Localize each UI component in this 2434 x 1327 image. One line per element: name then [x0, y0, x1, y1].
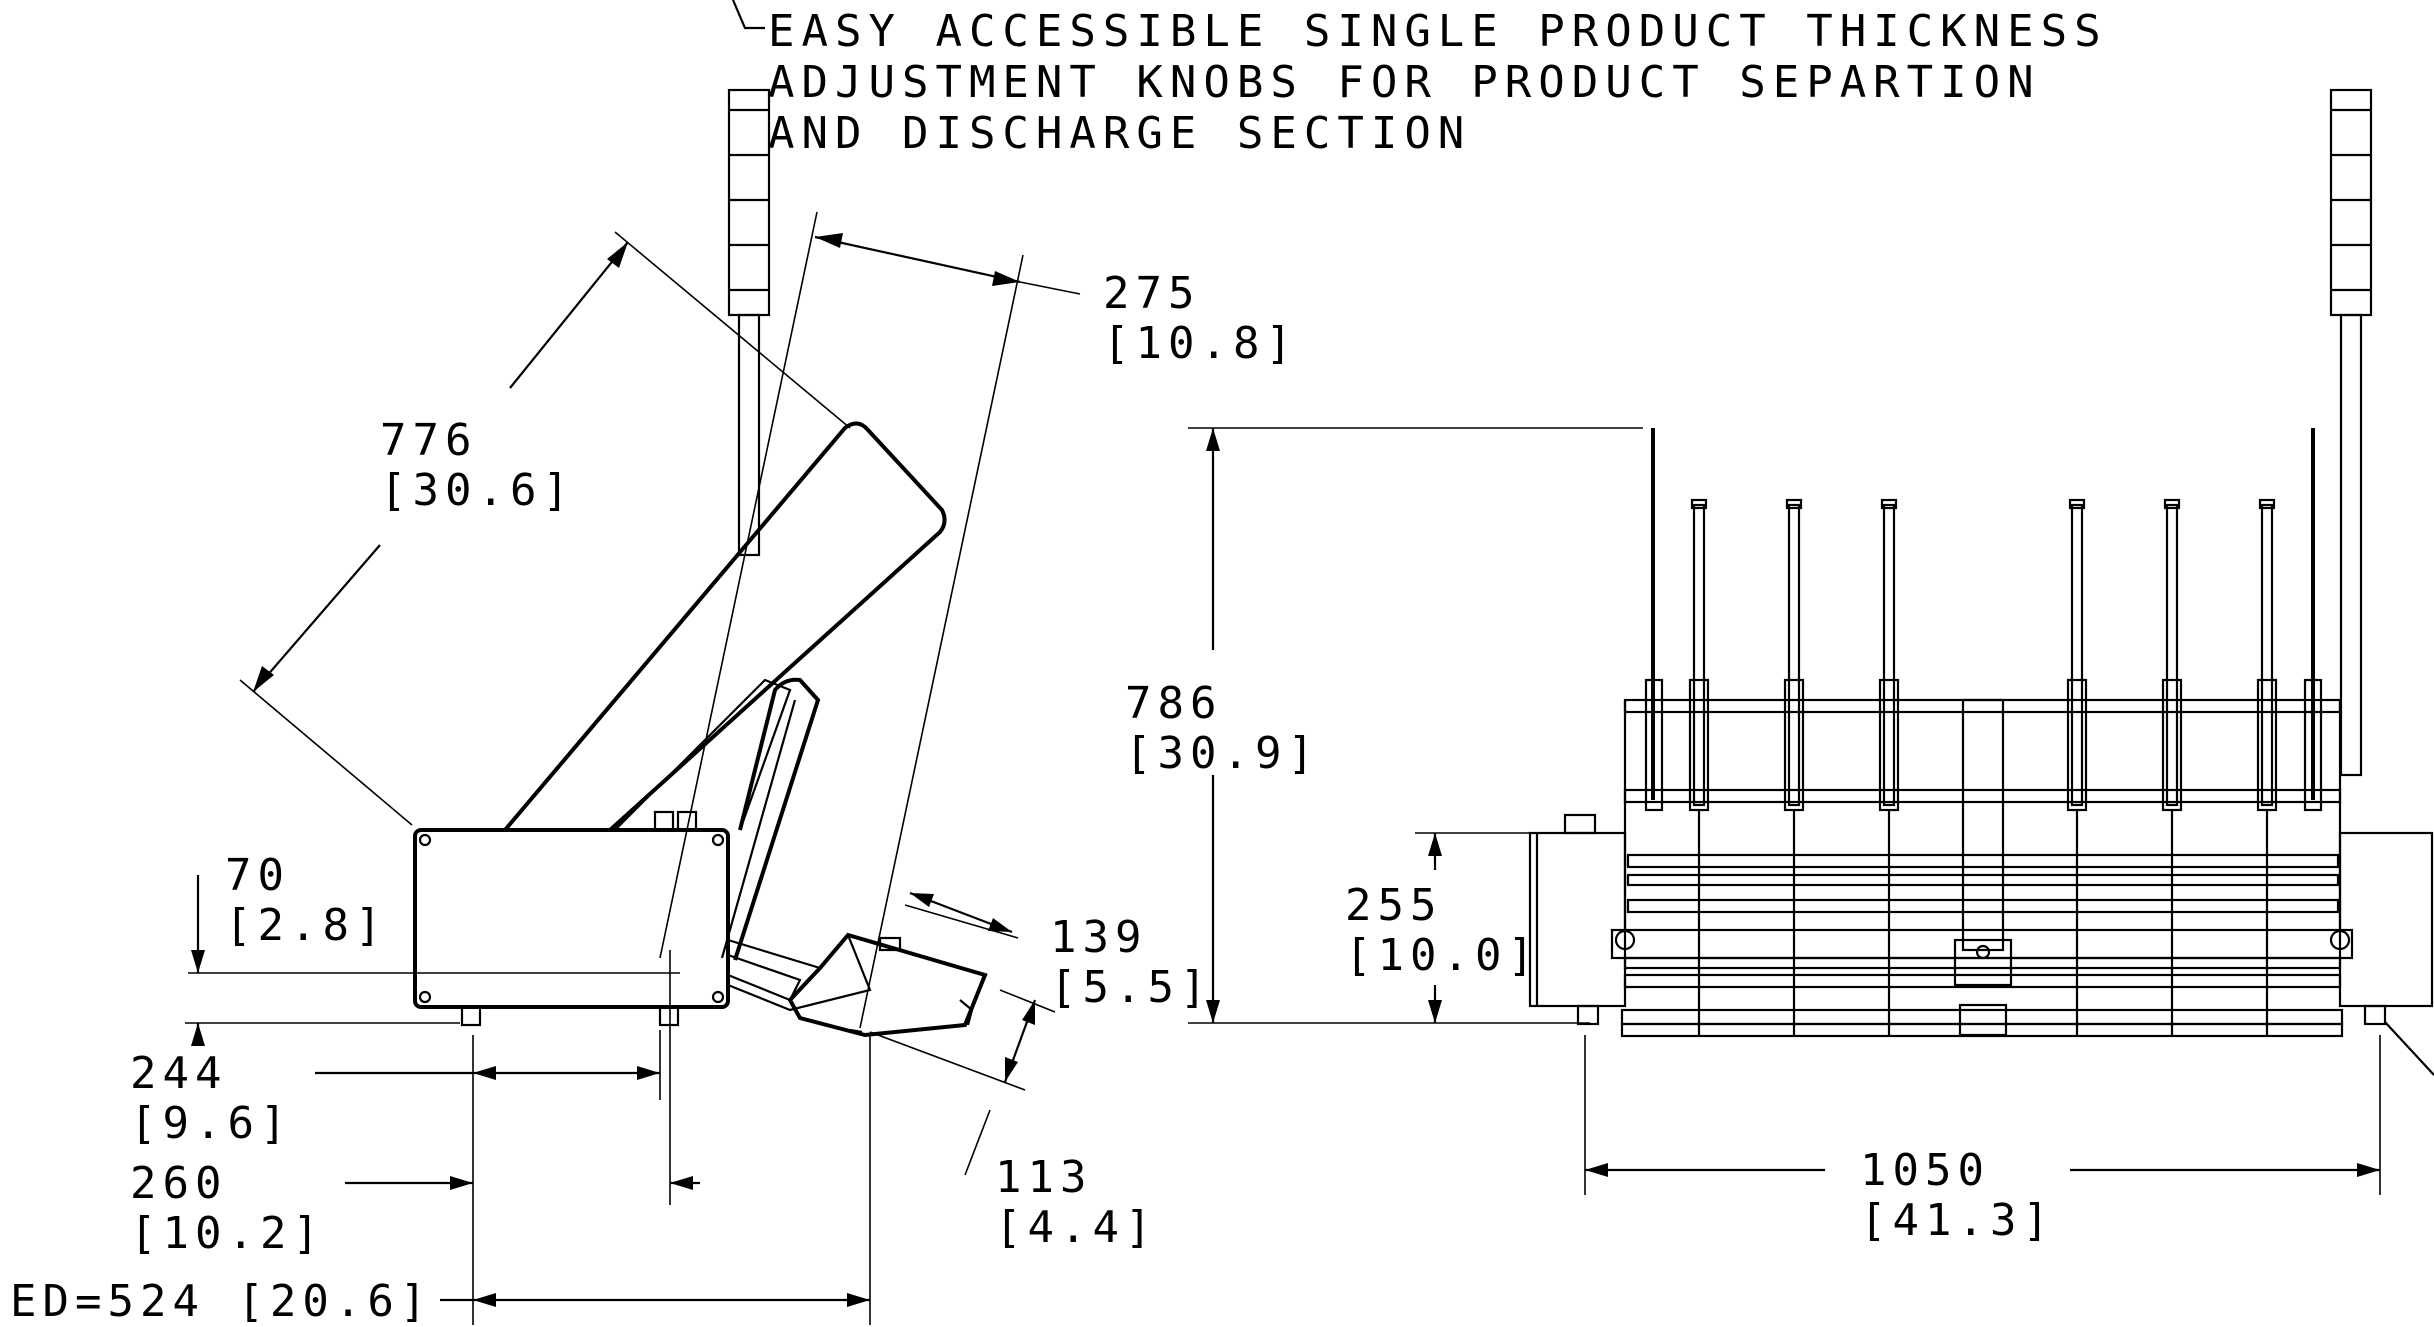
- dimension-244: 244 [9.6]: [130, 950, 871, 1325]
- dimension-524: ED=524 [20.6]: [10, 1276, 870, 1327]
- dim-1050-in: [41.3]: [1860, 1195, 2055, 1246]
- dim-255-in: [10.0]: [1345, 930, 1540, 981]
- center-column: [1953, 698, 2013, 1037]
- discharge-section: [727, 932, 988, 1038]
- inclined-chute: [503, 421, 947, 961]
- dim-255-mm: 255: [1345, 880, 1442, 931]
- dim-786-mm: 786: [1125, 678, 1222, 729]
- base-cabinet: [413, 810, 730, 1027]
- guide-rods: [1690, 498, 2276, 807]
- dim-113-in: [4.4]: [995, 1202, 1157, 1253]
- adjustment-knob-note: EASY ACCESSIBLE SINGLE PRODUCT THICKNESS…: [731, 0, 2108, 159]
- side-view: 275 [10.8] 776 [30.6] 70 [2.8]: [10, 88, 1298, 1327]
- dimension-776: 776 [30.6]: [239, 231, 851, 826]
- dim-244-mm: 244: [130, 1048, 227, 1099]
- note-line-3: AND DISCHARGE SECTION: [768, 108, 1471, 159]
- dim-260-in: [10.2]: [130, 1208, 325, 1259]
- dim-786-in: [30.9]: [1125, 728, 1320, 779]
- dim-260-mm: 260: [130, 1158, 227, 1209]
- dimension-113: 113 [4.4]: [869, 999, 1157, 1253]
- dimension-70: 70 [2.8]: [185, 850, 680, 1046]
- dimension-139: 139 [5.5]: [904, 891, 1212, 1013]
- dimension-275: 275 [10.8]: [659, 211, 1298, 1029]
- dim-139-in: [5.5]: [1050, 962, 1212, 1013]
- front-view: 786 [30.9] 255 [10.0] 1050 [41.3]: [1125, 88, 2434, 1246]
- note-line-1: EASY ACCESSIBLE SINGLE PRODUCT THICKNESS: [768, 6, 2108, 57]
- dimension-260: 260 [10.2]: [130, 1158, 700, 1259]
- dim-776-in: [30.6]: [380, 465, 575, 516]
- dim-776-mm: 776: [380, 415, 477, 466]
- dimension-786: 786 [30.9]: [1125, 427, 1643, 1024]
- note-line-2: ADJUSTMENT KNOBS FOR PRODUCT SEPARTION: [768, 57, 2041, 108]
- side-boxes: [1528, 813, 2434, 1076]
- rod-lower-segments: [1697, 810, 2269, 1036]
- dim-139-mm: 139: [1050, 912, 1147, 963]
- dim-524-label: ED=524 [20.6]: [10, 1276, 432, 1327]
- dim-70-in: [2.8]: [225, 900, 387, 951]
- dimension-1050: 1050 [41.3]: [1584, 1035, 2381, 1246]
- dim-70-mm: 70: [225, 850, 290, 901]
- dim-275-mm: 275: [1103, 268, 1200, 319]
- dim-275-in: [10.8]: [1103, 318, 1298, 369]
- dim-1050-mm: 1050: [1860, 1145, 1990, 1196]
- note-leader: [731, 0, 765, 30]
- dimension-255: 255 [10.0]: [1345, 832, 1540, 1023]
- front-signal-tower: [2329, 88, 2373, 777]
- dim-113-mm: 113: [995, 1152, 1092, 1203]
- signal-tower: [727, 88, 771, 557]
- dim-244-in: [9.6]: [130, 1098, 292, 1149]
